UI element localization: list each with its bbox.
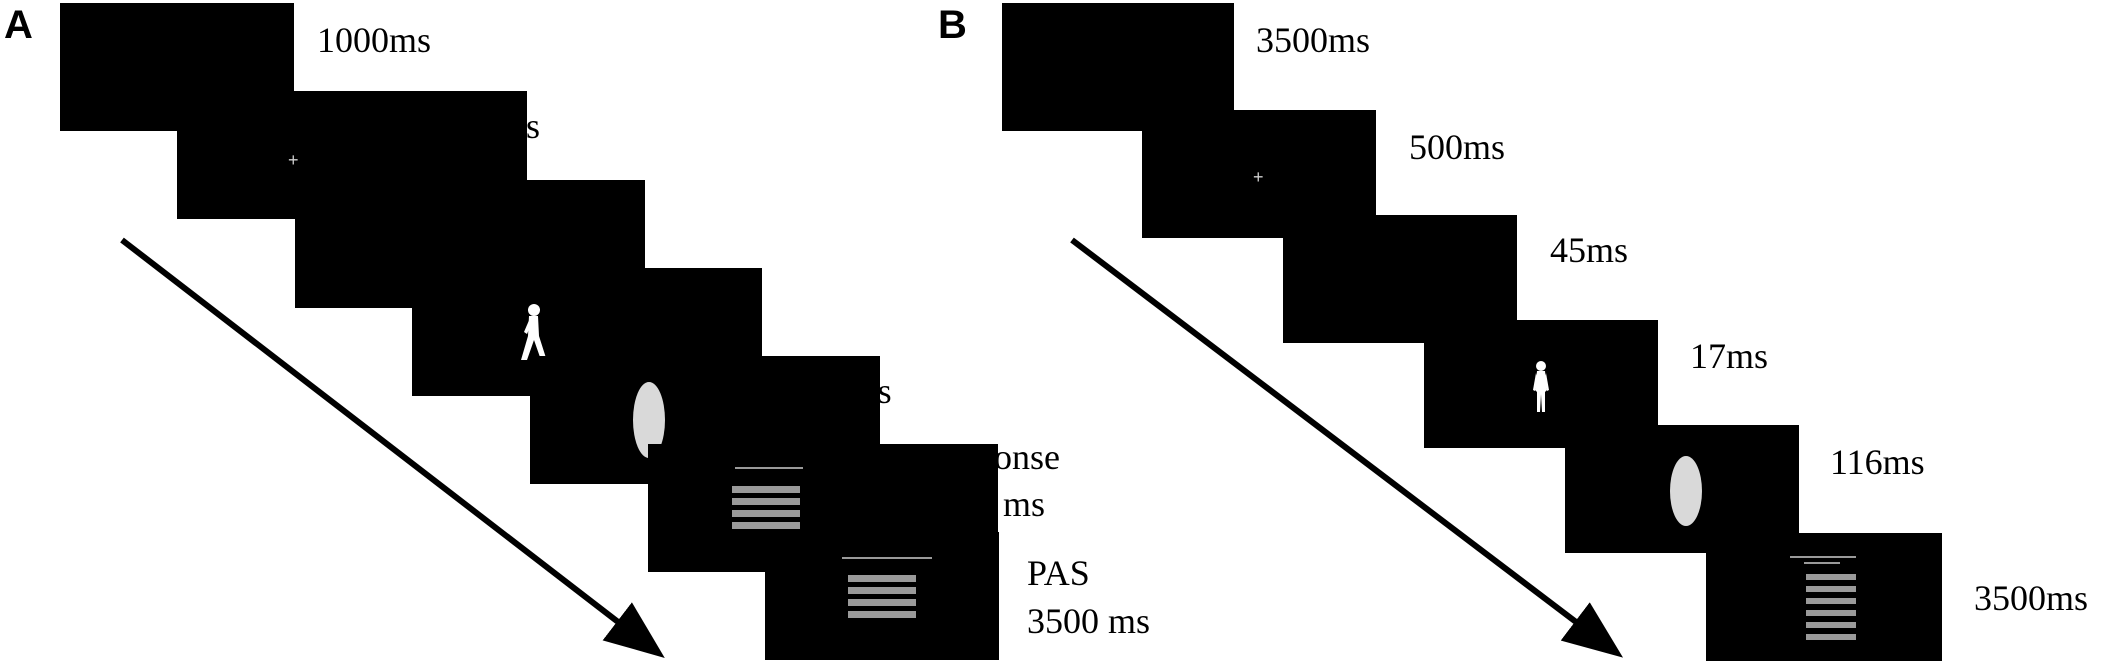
mask-ellipse	[1670, 456, 1702, 526]
question-text	[842, 557, 932, 559]
time-arrow	[120, 237, 665, 658]
duration-label: 500ms	[444, 106, 540, 146]
pas-screen	[765, 532, 999, 660]
duration-label: 116ms	[797, 371, 892, 411]
response-option-button	[1806, 598, 1856, 604]
response-label: Response	[922, 437, 1060, 477]
duration-label: 45ms	[562, 195, 640, 235]
panel-a: A 1000ms + 500ms 45ms 17ms 116ms Respons…	[4, 3, 1150, 660]
pas-label: PAS	[1027, 553, 1090, 593]
response-option-button	[1806, 610, 1856, 616]
response-option-button	[1806, 574, 1856, 580]
response-option-button	[1806, 634, 1856, 640]
duration-label: 500ms	[1409, 127, 1505, 167]
duration-label: 3500ms	[1974, 578, 2088, 618]
duration-label: 45ms	[1550, 230, 1628, 270]
response-duration: 3500 ms	[922, 484, 1045, 524]
walking-figure-icon	[521, 304, 546, 360]
question-text	[1790, 556, 1856, 558]
response-option-button	[1806, 622, 1856, 628]
time-arrow	[1070, 237, 1624, 658]
duration-label: 17ms	[1690, 336, 1768, 376]
fixation-cross: +	[288, 150, 299, 170]
pas-option-button	[848, 599, 916, 606]
duration-label: 17ms	[680, 284, 758, 324]
response-option-button	[732, 522, 800, 529]
response-option-button	[1806, 586, 1856, 592]
response-option-button	[732, 510, 800, 517]
duration-label: 3500ms	[1256, 20, 1370, 60]
panel-b: B 3500ms + 500ms 45ms 17ms 116ms 3500ms	[938, 3, 2088, 661]
pas-option-button	[848, 575, 916, 582]
pas-duration: 3500 ms	[1027, 601, 1150, 641]
blank-screen	[1002, 3, 1234, 131]
question-text	[735, 467, 803, 469]
response-option-button	[732, 498, 800, 505]
question-text	[1804, 562, 1840, 564]
fixation-cross: +	[1253, 167, 1264, 187]
duration-label: 1000ms	[317, 20, 431, 60]
response-screen	[1706, 533, 1942, 661]
pas-option-button	[848, 611, 916, 618]
panel-label-a: A	[4, 3, 33, 47]
standing-figure-icon	[1533, 361, 1549, 412]
pas-option-button	[848, 587, 916, 594]
response-option-button	[732, 486, 800, 493]
mask-ellipse	[633, 382, 665, 458]
duration-label: 116ms	[1830, 442, 1925, 482]
panel-label-b: B	[938, 3, 967, 47]
